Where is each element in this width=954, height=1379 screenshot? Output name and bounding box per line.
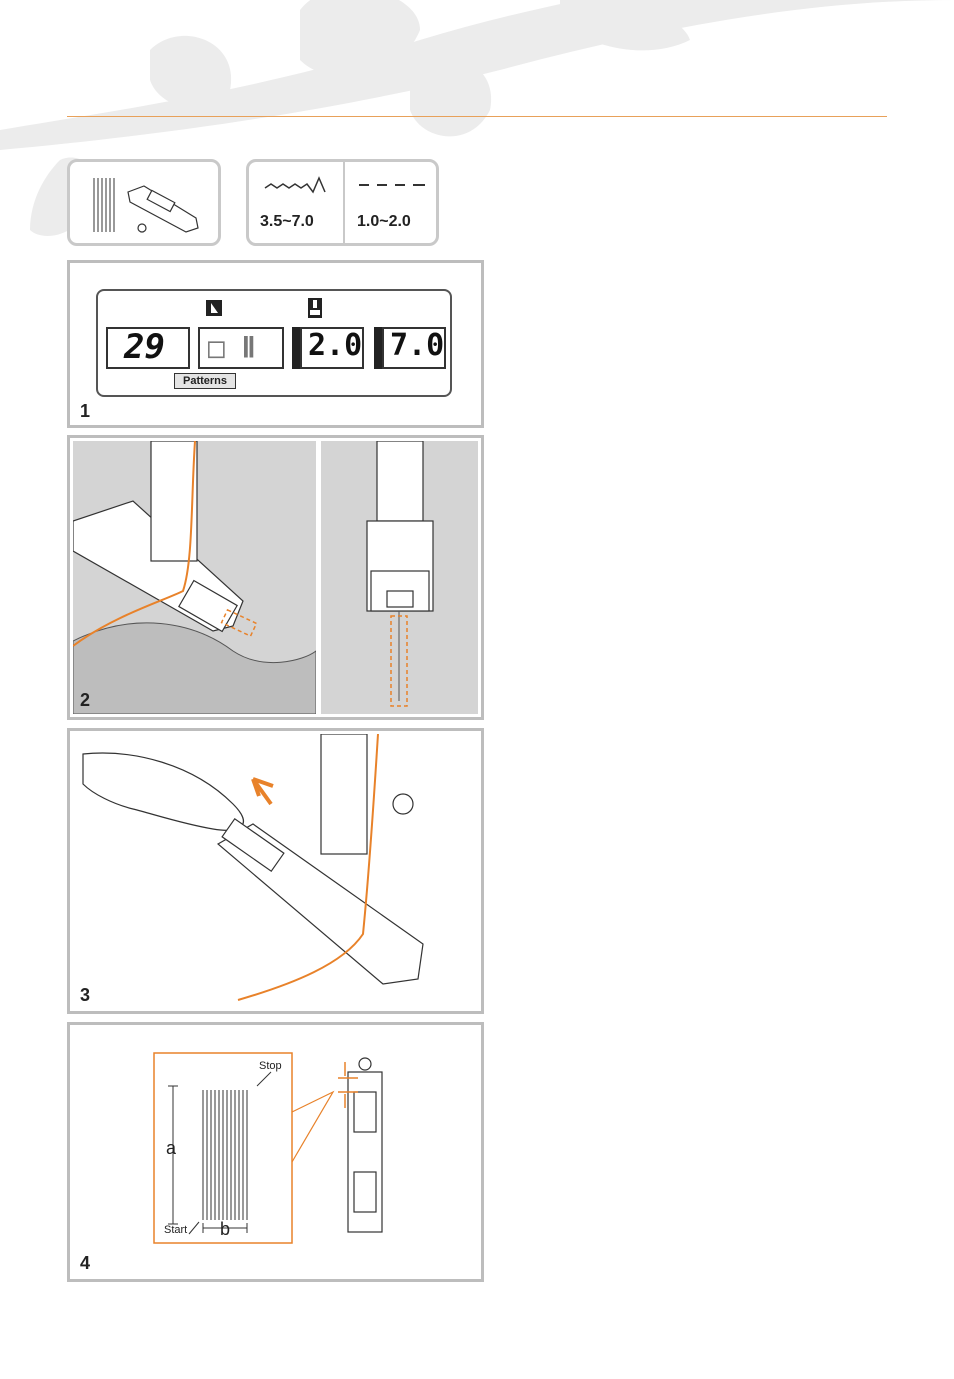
leaf-decoration — [0, 0, 954, 236]
step2-right-illustration — [321, 441, 478, 714]
step-number-2: 2 — [80, 690, 91, 710]
pattern-number-box: 29 — [106, 327, 190, 369]
buttonhole-foot-icon — [93, 178, 199, 233]
settings-divider — [343, 162, 345, 243]
needle-position-icon — [206, 300, 222, 316]
a-label: a — [166, 1138, 177, 1158]
start-label: Start — [164, 1224, 188, 1236]
length-value: 2.0 — [308, 328, 363, 363]
length-box: 2.0 — [300, 327, 364, 369]
stitch-settings-card: 3.5~7.0 1.0~2.0 — [246, 159, 439, 246]
pattern-number: 29 — [124, 327, 165, 367]
mode-display: □ Ⅱ — [208, 331, 256, 364]
step-number-4: 4 — [80, 1253, 91, 1273]
step-number-3: 3 — [80, 985, 91, 1005]
lcd-display: 29 □ Ⅱ 2.0 7.0 — [96, 289, 452, 397]
presser-foot-card — [67, 159, 221, 246]
step2-left-illustration — [73, 441, 316, 714]
header-rule — [67, 116, 887, 117]
stitch-length-range: 1.0~2.0 — [357, 213, 411, 230]
dash-line-icon — [359, 184, 425, 186]
step-number-1: 1 — [80, 401, 91, 421]
stitch-width-range: 3.5~7.0 — [260, 213, 314, 230]
width-value: 7.0 — [390, 328, 445, 363]
patterns-label: Patterns — [174, 373, 236, 389]
step3-illustration — [82, 734, 424, 1001]
mode-box: □ Ⅱ — [198, 327, 284, 369]
width-box: 7.0 — [382, 327, 446, 369]
width-indicator-bar — [374, 327, 382, 369]
zigzag-icon — [264, 176, 326, 194]
b-label: b — [220, 1219, 231, 1239]
buttonhole-diagram — [153, 1052, 383, 1244]
length-indicator-bar — [292, 327, 300, 369]
stop-label: Stop — [259, 1060, 282, 1072]
push-button-icon — [308, 298, 322, 318]
